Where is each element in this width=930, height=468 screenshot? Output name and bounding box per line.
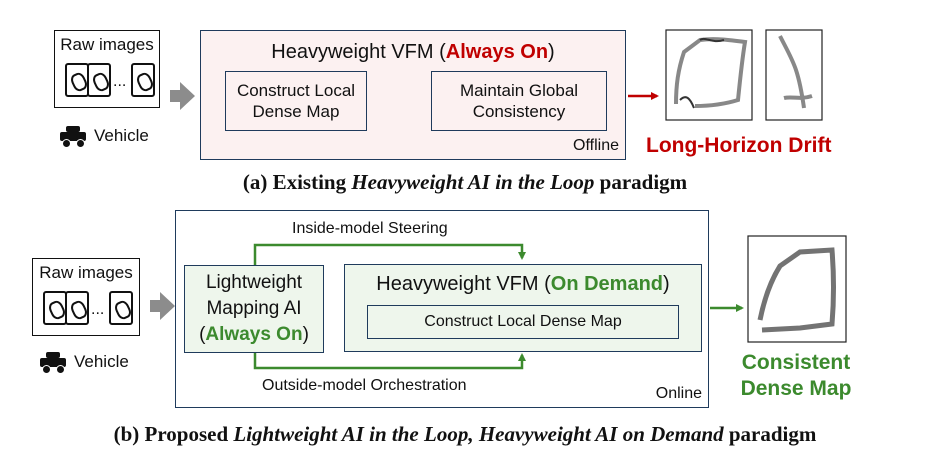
lightweight-mapping-ai-box: Lightweight Mapping AI (Always On) [184, 265, 324, 353]
image-thumbnail-icon [131, 63, 155, 97]
maintain-global-consistency-box: Maintain Global Consistency [431, 71, 607, 131]
image-thumbnail-icon [109, 291, 133, 325]
vfm-title: Heavyweight VFM (Always On) [201, 41, 625, 64]
outside-model-orchestration-label: Outside-model Orchestration [262, 377, 467, 394]
gray-arrow-icon [150, 292, 175, 320]
vfm-title-suffix: ) [663, 273, 670, 295]
map-thumbnail [665, 29, 753, 121]
image-thumbnail-icon [43, 291, 67, 325]
light-line1: Lightweight [205, 272, 303, 293]
caption-b-prefix: (b) Proposed [113, 422, 234, 446]
ellipsis: ... [91, 301, 105, 318]
light-line2: Mapping AI [206, 298, 302, 319]
map-thumbnail [747, 235, 847, 343]
caption-b: (b) Proposed Lightweight AI in the Loop,… [0, 422, 930, 447]
light-line3-suffix: ) [302, 324, 309, 345]
image-thumbnail-icon [65, 291, 89, 325]
vehicle-icon [40, 352, 66, 374]
result-line2: Dense Map [740, 377, 852, 400]
raw-images-box-b: Raw images ... [32, 258, 140, 336]
result-line1: Consistent [741, 351, 851, 374]
ellipsis: ... [113, 73, 127, 90]
vehicle-label: Vehicle [94, 126, 149, 145]
image-thumbnail-icon [87, 63, 111, 97]
vehicle-icon [60, 126, 86, 148]
caption-a: (a) Existing Heavyweight AI in the Loop … [0, 170, 930, 195]
caption-a-prefix: (a) Existing [242, 170, 352, 194]
mode-label-online: Online [655, 385, 702, 402]
raw-images-label: Raw images [60, 35, 154, 54]
consistent-dense-map-label: Consistent Dense Map [730, 350, 862, 402]
arrow-inside-model-steering [253, 243, 526, 265]
image-thumbnail-icon [65, 63, 89, 97]
caption-a-suffix: paradigm [594, 170, 688, 194]
heavyweight-vfm-box-b: Heavyweight VFM (On Demand) Construct Lo… [344, 264, 702, 352]
online-system-box: Online [175, 210, 709, 408]
vfm-title-highlight: On Demand [550, 273, 664, 295]
long-horizon-drift-label: Long-Horizon Drift [646, 134, 832, 157]
construct-local-dense-map-box: Construct Local Dense Map [225, 71, 367, 131]
vfm-title-prefix: Heavyweight VFM ( [271, 41, 446, 63]
caption-b-suffix: paradigm [723, 422, 817, 446]
arrow-outside-model-orchestration [253, 352, 526, 370]
vfm-title-highlight: Always On [445, 41, 549, 63]
vehicle-label: Vehicle [74, 352, 129, 371]
vfm-title-prefix: Heavyweight VFM ( [376, 273, 551, 295]
caption-b-italic: Lightweight AI in the Loop, Heavyweight … [233, 422, 724, 446]
raw-images-box-a: Raw images ... [54, 30, 160, 108]
map-thumbnail [765, 29, 823, 121]
raw-images-label: Raw images [39, 263, 133, 282]
vfm-title-suffix: ) [548, 41, 555, 63]
light-line3: (Always On) [185, 322, 323, 348]
inside-model-steering-label: Inside-model Steering [292, 220, 448, 237]
caption-a-italic: Heavyweight AI in the Loop [351, 170, 595, 194]
light-line3-highlight: Always On [205, 324, 303, 345]
vfm-title: Heavyweight VFM (On Demand) [345, 273, 701, 296]
mode-label-offline: Offline [573, 137, 619, 154]
construct-local-dense-map-box: Construct Local Dense Map [367, 305, 679, 339]
heavyweight-vfm-box-a: Heavyweight VFM (Always On) Construct Lo… [200, 30, 626, 160]
gray-arrow-icon [170, 82, 195, 110]
light-line3-prefix: ( [199, 324, 206, 345]
